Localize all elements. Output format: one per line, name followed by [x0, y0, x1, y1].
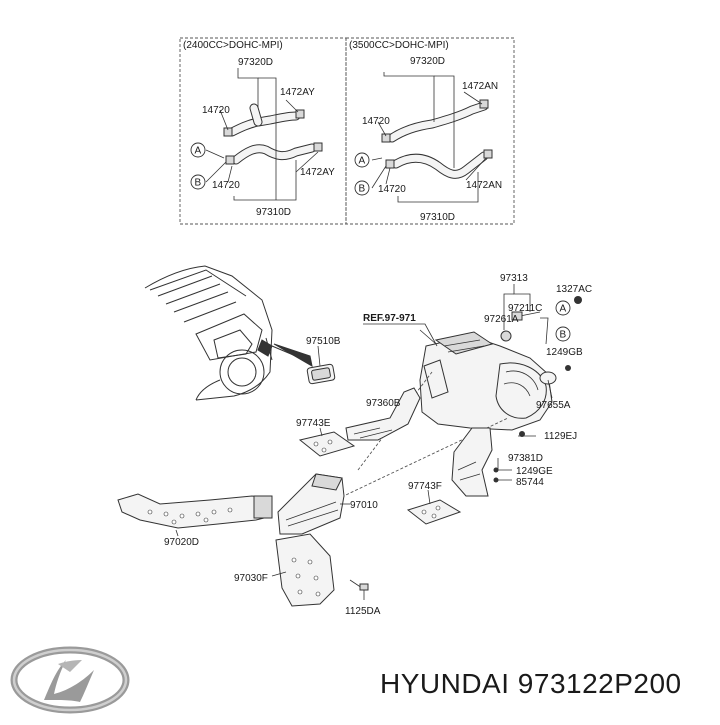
- inset-2400cc: (2400CC>DOHC-MPI) 97320D 1472AY 14720 14…: [179, 37, 347, 225]
- part-97381d: [451, 427, 512, 497]
- part-97743e: [298, 427, 356, 457]
- label-97510b: 97510B: [306, 336, 341, 347]
- label-14720-bot-l: 14720: [212, 180, 240, 191]
- marker-b-r: B: [359, 184, 366, 195]
- part-97743f: [406, 489, 462, 525]
- label-14720-bot-r: 14720: [378, 184, 406, 195]
- label-85744: 85744: [516, 477, 544, 488]
- label-97310d-l: 97310D: [256, 207, 291, 218]
- part-number-caption: HYUNDAI 973122P200: [380, 668, 682, 699]
- label-97381d: 97381D: [508, 453, 543, 464]
- label-97030f: 97030F: [234, 573, 268, 584]
- label-1249ge: 1249GE: [516, 466, 553, 477]
- label-97313: 97313: [500, 273, 528, 284]
- label-97211c: 97211C: [508, 303, 542, 314]
- label-1472ay-top-l: 1472AY: [280, 87, 315, 98]
- label-97261a: 97261A: [484, 314, 519, 325]
- label-14720-top-r: 14720: [362, 116, 390, 127]
- part-97010: [277, 473, 350, 535]
- marker-b-l: B: [195, 178, 202, 189]
- inset-3500cc: (3500CC>DOHC-MPI) 97320D 1472AN 14720 14…: [345, 37, 515, 225]
- label-1129ej: 1129EJ: [544, 431, 577, 442]
- label-97310d-r: 97310D: [420, 212, 455, 223]
- label-1327ac: 1327AC: [556, 284, 592, 295]
- inset-right-header: (3500CC>DOHC-MPI): [349, 40, 449, 51]
- part-97030f: [271, 533, 369, 607]
- part-97020d: [117, 493, 273, 537]
- marker-a-l: A: [195, 146, 202, 157]
- label-97360b: 97360B: [366, 398, 401, 409]
- part-97510b: [306, 345, 336, 385]
- marker-a-main: A: [560, 304, 567, 315]
- label-97020d: 97020D: [164, 537, 199, 548]
- label-ref-97-971: REF.97-971: [363, 313, 416, 324]
- label-1125da: 1125DA: [345, 606, 381, 617]
- hyundai-logo: [10, 646, 130, 714]
- heater-assembly: [419, 284, 582, 437]
- label-97743e: 97743E: [296, 418, 331, 429]
- label-97320d-l: 97320D: [238, 57, 273, 68]
- inset-left-header: (2400CC>DOHC-MPI): [183, 40, 283, 51]
- label-97010: 97010: [350, 500, 378, 511]
- label-97320d-r: 97320D: [410, 56, 445, 67]
- part-97360b: [345, 387, 421, 441]
- label-97743f: 97743F: [408, 481, 442, 492]
- label-1472an-top-r: 1472AN: [462, 81, 498, 92]
- label-14720-top-l: 14720: [202, 105, 230, 116]
- vehicle-illustration: [144, 265, 313, 401]
- label-97655a: 97655A: [536, 400, 571, 411]
- marker-a-r: A: [359, 156, 366, 167]
- label-1249gb: 1249GB: [546, 347, 583, 358]
- marker-b-main: B: [560, 330, 567, 341]
- label-1472ay-bot-l: 1472AY: [300, 167, 335, 178]
- label-1472an-bot-r: 1472AN: [466, 180, 502, 191]
